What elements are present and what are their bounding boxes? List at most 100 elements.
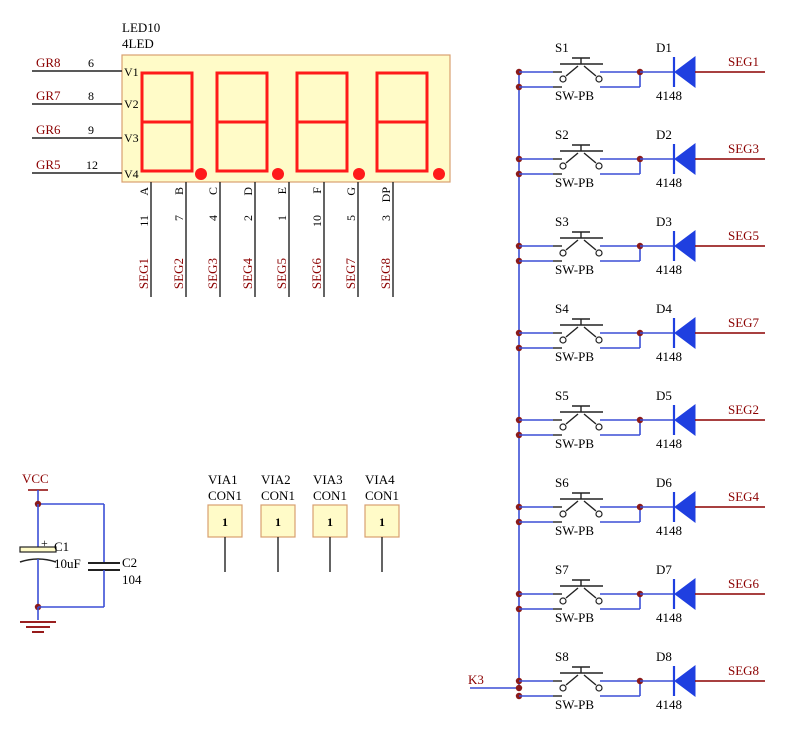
net-label: SEG5 [274, 258, 289, 289]
net-label: SEG7 [343, 258, 358, 290]
switch-type: SW-PB [555, 610, 594, 625]
k3-net-label: K3 [468, 672, 484, 687]
via-pin: 1 [379, 515, 385, 529]
decimal-point-3 [353, 168, 365, 180]
led-display-component: LED10 4LED GR8 6 V1 [32, 20, 451, 297]
via-type: CON1 [208, 488, 242, 503]
segment-pins: A11SEG1B7SEG2C4SEG3D2SEG4E1SEG5F10SEG6G5… [136, 182, 394, 297]
switch-type: SW-PB [555, 175, 594, 190]
switch-type: SW-PB [555, 349, 594, 364]
capacitor-c1: + C1 10uF [19, 536, 81, 571]
switch-type: SW-PB [555, 523, 594, 538]
net-label: SEG8 [378, 258, 393, 289]
vcc-label: VCC [22, 471, 49, 486]
power-decoupling: VCC + C1 10uF C2 104 [19, 471, 142, 633]
via-pin: 1 [327, 515, 333, 529]
net-label: SEG1 [728, 54, 759, 69]
switch-ref: S6 [555, 475, 569, 490]
pin-number: 11 [137, 215, 151, 227]
switch-ref: S3 [555, 214, 569, 229]
pin-number: 1 [275, 215, 289, 221]
svg-text:+: + [41, 536, 48, 550]
capacitor-c2: C2 104 [88, 555, 142, 587]
net-label: SEG2 [728, 402, 759, 417]
c2-ref: C2 [122, 555, 137, 570]
net-label: SEG6 [728, 576, 760, 591]
via-pin: 1 [222, 515, 228, 529]
segment-letter: F [310, 187, 324, 194]
pin-number: 5 [344, 215, 358, 221]
net-label: SEG1 [136, 258, 151, 289]
digit-4 [375, 71, 445, 180]
decimal-point-2 [272, 168, 284, 180]
switch-ref: S2 [555, 127, 569, 142]
net-label: SEG8 [728, 663, 759, 678]
display-body [121, 54, 451, 183]
switch-ref: S5 [555, 388, 569, 403]
pin-number: 12 [86, 158, 98, 172]
pin-number: 2 [241, 215, 255, 221]
switch-type: SW-PB [555, 436, 594, 451]
diode-ref: D2 [656, 127, 672, 142]
switch-ref: S8 [555, 649, 569, 664]
diode-part: 4148 [656, 436, 682, 451]
pin-number: 7 [172, 215, 186, 221]
via-ref: VIA3 [313, 472, 343, 487]
net-label: GR6 [36, 122, 61, 137]
display-ref: LED10 [122, 20, 160, 35]
via-type: CON1 [261, 488, 295, 503]
net-label: GR8 [36, 55, 61, 70]
digit-pin-gr8: GR8 6 V1 [32, 55, 139, 79]
via-type: CON1 [313, 488, 347, 503]
diode-part: 4148 [656, 88, 682, 103]
segment-letter: D [241, 187, 255, 196]
via-pin: 1 [275, 515, 281, 529]
diode-ref: D4 [656, 301, 672, 316]
digit-1 [140, 71, 207, 180]
segment-letter: DP [379, 187, 393, 203]
digit-pin-gr6: GR6 9 V3 [32, 122, 139, 145]
diode-icon [674, 56, 696, 88]
diode-part: 4148 [656, 523, 682, 538]
net-label: GR5 [36, 157, 61, 172]
diode-icon [674, 578, 696, 610]
net-label: SEG4 [240, 258, 255, 290]
net-label: SEG7 [728, 315, 760, 330]
net-label: SEG6 [309, 258, 324, 290]
diode-part: 4148 [656, 610, 682, 625]
diode-icon [674, 317, 696, 349]
switch-type: SW-PB [555, 262, 594, 277]
pin-number: 8 [88, 89, 94, 103]
diode-icon [674, 665, 696, 697]
via-ref: VIA4 [365, 472, 395, 487]
pin-number: 4 [206, 215, 220, 221]
via-ref: VIA1 [208, 472, 238, 487]
pin-number: 6 [88, 56, 94, 70]
segment-letter: B [172, 187, 186, 195]
diode-icon [674, 230, 696, 262]
diode-part: 4148 [656, 697, 682, 712]
switch-ref: S1 [555, 40, 569, 55]
net-label: GR7 [36, 88, 61, 103]
diode-ref: D8 [656, 649, 672, 664]
